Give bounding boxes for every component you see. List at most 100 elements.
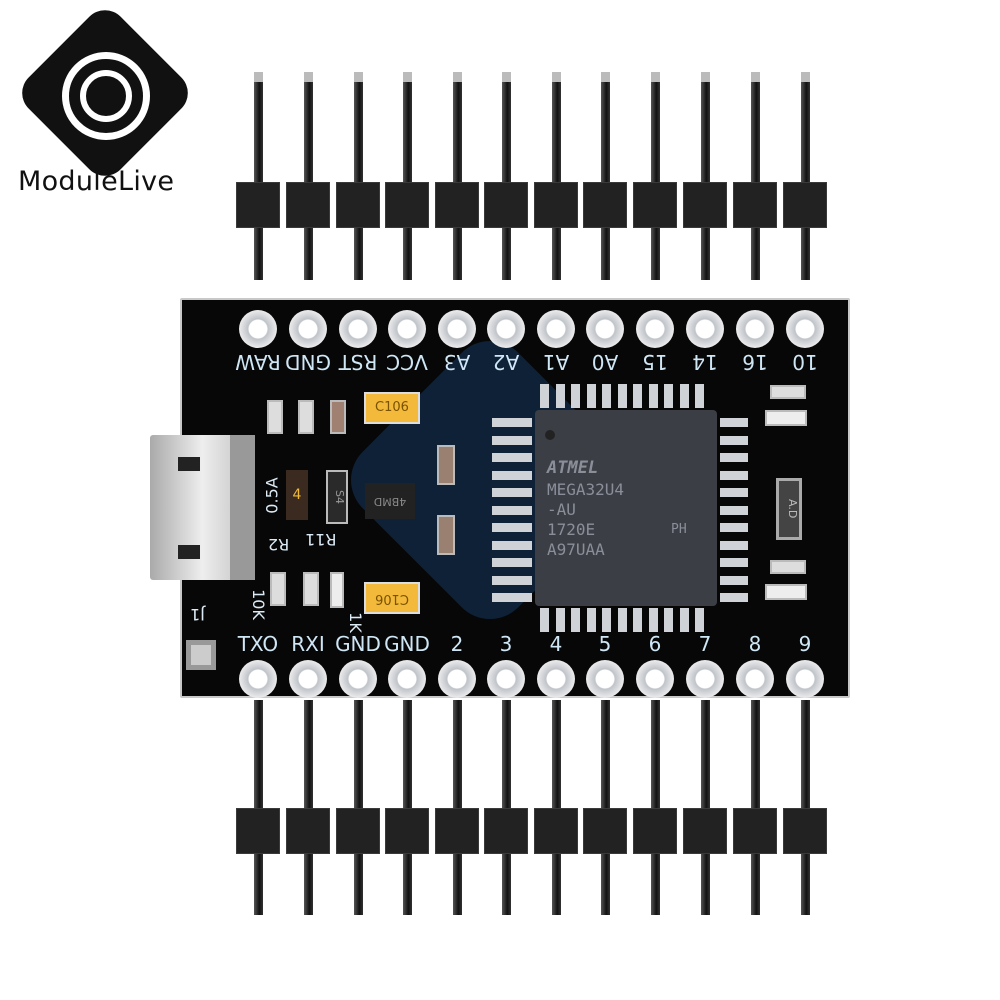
header-pin-tip [701, 72, 710, 82]
pin-pad-top [686, 310, 724, 348]
header-pin [801, 75, 810, 280]
pin-pad-bottom [487, 660, 525, 698]
chip-leg [555, 384, 565, 408]
chip-leg [586, 384, 596, 408]
header-pin [701, 75, 710, 280]
pin-label-bottom: RXI [291, 632, 325, 656]
header-pin-tip [801, 72, 810, 82]
header-pin [601, 700, 610, 915]
chip-line: MEGA32U4 [547, 480, 625, 499]
chip-leg [648, 608, 658, 632]
header-plastic-segment [733, 182, 777, 228]
header-plastic-segment [583, 182, 627, 228]
resistor [303, 572, 319, 606]
header-pin [254, 700, 263, 915]
pin-label-top: 14 [692, 350, 718, 374]
header-pin [751, 75, 760, 280]
chip-leg [492, 523, 532, 532]
logo-ring-icon [62, 52, 150, 140]
pin-pad-bottom [438, 660, 476, 698]
pin-pad-top [289, 310, 327, 348]
pin-label-bottom: 6 [648, 632, 662, 656]
header-pin [453, 700, 462, 915]
pin-label-top: 10 [792, 350, 818, 374]
header-pin [354, 75, 363, 280]
header-pin-tip [651, 72, 660, 82]
chip-leg [720, 488, 748, 497]
header-pin [552, 700, 561, 915]
header-pin [403, 75, 412, 280]
header-plastic-segment [236, 182, 280, 228]
header-pin [354, 700, 363, 915]
header-plastic-segment [435, 808, 479, 854]
header-plastic-segment [633, 808, 677, 854]
header-pin [502, 75, 511, 280]
capacitor [437, 445, 455, 485]
chip-leg [492, 593, 532, 602]
chip-leg [571, 384, 580, 408]
header-plastic-segment [783, 808, 827, 854]
chip-leg [720, 470, 748, 480]
header-pin [651, 700, 660, 915]
chip-leg [720, 523, 748, 532]
header-pin-tip [502, 72, 511, 82]
chip-leg [492, 558, 532, 567]
pin-label-top: 16 [742, 350, 768, 374]
chip-brand: ATMEL [547, 458, 599, 478]
chip-leg [540, 384, 549, 408]
pin-pad-bottom [586, 660, 624, 698]
pin-pad-top [388, 310, 426, 348]
pin-pad-top [786, 310, 824, 348]
pin-pad-bottom [686, 660, 724, 698]
pin-pad-top [487, 310, 525, 348]
pin-label-bottom: 2 [450, 632, 464, 656]
header-plastic-segment [783, 182, 827, 228]
pin-label-bottom: 8 [748, 632, 762, 656]
chip-leg [602, 384, 611, 408]
micro-usb-connector [150, 435, 255, 580]
chip-leg [492, 435, 532, 445]
resistor [270, 572, 286, 606]
fuse-rating-label: 0.5A [262, 477, 282, 514]
pin-label-top: A3 [443, 350, 471, 374]
header-pin-tip [354, 72, 363, 82]
chip-leg [664, 384, 673, 408]
chip-leg [720, 593, 748, 602]
header-plastic-segment [236, 808, 280, 854]
header-plastic-segment [286, 182, 330, 228]
logo-text-live: Live [117, 166, 175, 197]
led [765, 584, 807, 600]
pin-pad-top [586, 310, 624, 348]
r2-label: R2 [268, 535, 290, 554]
j1-label: J1 [190, 605, 205, 624]
header-plastic-segment [385, 808, 429, 854]
pin-label-bottom: 7 [698, 632, 712, 656]
header-pin [403, 700, 412, 915]
chip-leg [633, 608, 642, 632]
header-plastic-segment [583, 808, 627, 854]
header-plastic-segment [484, 182, 528, 228]
capacitor [330, 400, 346, 434]
chip-mark: PH [671, 522, 687, 537]
j1-pad [186, 640, 216, 670]
header-plastic-segment [336, 808, 380, 854]
capacitor-c106-bottom: C106 [364, 582, 420, 614]
pin-label-top: 15 [642, 350, 668, 374]
pin-label-top: RST [338, 350, 378, 374]
resistor [770, 560, 806, 574]
pin-pad-top [239, 310, 277, 348]
capacitor [437, 515, 455, 555]
pin-label-bottom: 5 [598, 632, 612, 656]
chip-leg [492, 488, 532, 497]
chip-leg [720, 418, 748, 427]
capacitor-c106-top: C106 [364, 392, 420, 424]
chip-leg [695, 384, 704, 408]
header-pin [701, 700, 710, 915]
chip-leg [571, 608, 580, 632]
r11-value-label: 1K [345, 612, 365, 633]
resistor [267, 400, 283, 434]
pin-label-top: A0 [591, 350, 619, 374]
chip-leg [492, 470, 532, 480]
header-pin [601, 75, 610, 280]
header-plastic-segment [435, 182, 479, 228]
